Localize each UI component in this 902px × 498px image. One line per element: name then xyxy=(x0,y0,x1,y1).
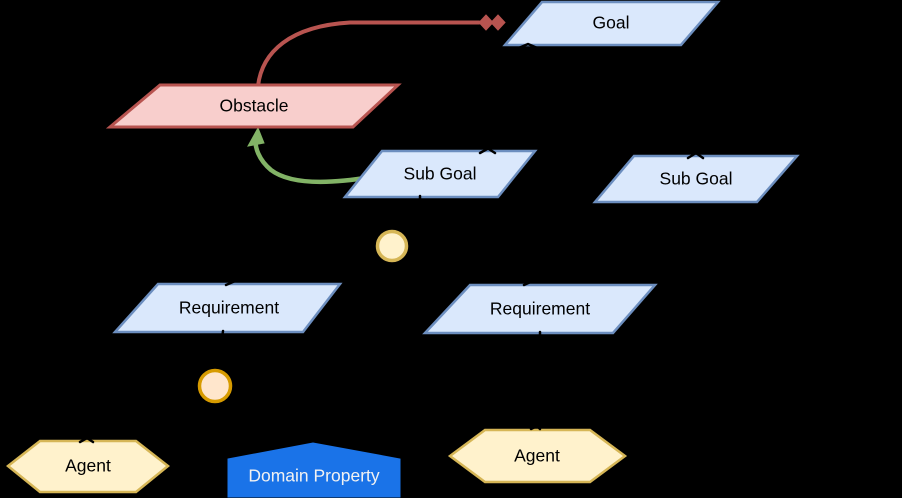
agent-left-shape xyxy=(5,439,171,494)
edge-resolution[interactable] xyxy=(247,126,374,185)
requirement-left-label: Requirement xyxy=(179,298,279,318)
obstacle-label: Obstacle xyxy=(219,96,288,116)
agent-left-label: Agent xyxy=(65,456,111,476)
domain-property-shape xyxy=(227,442,401,498)
requirement-right-top-mark xyxy=(522,276,549,287)
requirement-left-top-mark xyxy=(224,276,253,287)
node-subgoal-left[interactable]: Sub Goal xyxy=(342,149,538,199)
agent-left-top-mark xyxy=(78,436,95,444)
refinement-node-top[interactable] xyxy=(375,229,409,263)
goal-shape xyxy=(502,0,721,47)
domain-property-label: Domain Property xyxy=(248,466,380,486)
double-diamond-arrowhead-2 xyxy=(490,14,506,31)
goal-label: Goal xyxy=(593,13,630,33)
node-agent-right[interactable]: Agent xyxy=(447,428,628,484)
node-goal[interactable]: Goal xyxy=(502,0,721,47)
subgoal-right-label: Sub Goal xyxy=(660,169,733,189)
node-subgoal-right[interactable]: Sub Goal xyxy=(592,154,800,204)
edge-obstruction[interactable] xyxy=(256,14,506,88)
requirement-right-shape xyxy=(422,283,658,335)
goal-bottom-arrowhead-mark xyxy=(512,42,544,52)
hidden-connector-marks xyxy=(78,42,705,444)
agent-right-label: Agent xyxy=(514,446,560,466)
obstacle-shape xyxy=(105,83,402,129)
agent-right-shape xyxy=(447,428,628,484)
requirement-right-label: Requirement xyxy=(490,299,590,319)
node-requirement-left[interactable]: Requirement xyxy=(112,282,343,334)
node-domain-property[interactable]: Domain Property xyxy=(227,442,401,498)
subgoal-right-top-mark xyxy=(686,151,705,160)
double-diamond-arrowhead xyxy=(478,14,494,31)
green-arrowhead xyxy=(247,126,265,147)
resolution-curve xyxy=(253,134,374,185)
subgoal-right-shape xyxy=(592,154,800,204)
node-requirement-right[interactable]: Requirement xyxy=(422,283,658,335)
node-obstacle[interactable]: Obstacle xyxy=(105,83,402,129)
node-agent-left[interactable]: Agent xyxy=(5,439,171,494)
obstruction-curve xyxy=(256,20,481,88)
agent-right-top-mark xyxy=(529,424,542,431)
subgoal-left-label: Sub Goal xyxy=(404,164,477,184)
subgoal-left-top-mark xyxy=(478,147,497,155)
refinement-node-bottom[interactable] xyxy=(197,368,233,404)
requirement-left-shape xyxy=(112,282,343,334)
requirement-left-bottom-tick xyxy=(220,329,225,341)
